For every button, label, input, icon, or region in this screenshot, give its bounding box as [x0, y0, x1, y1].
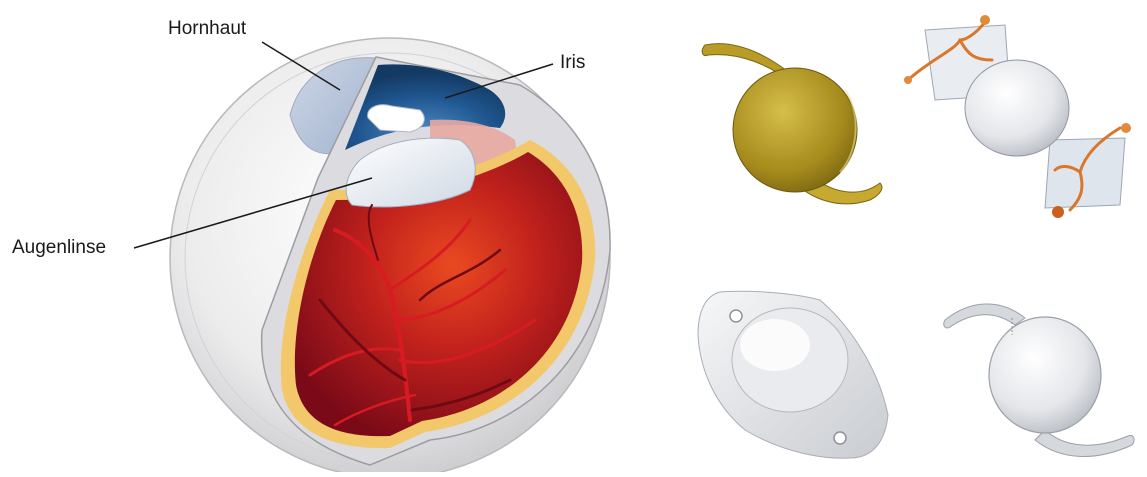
label-cornea: Hornhaut: [168, 18, 246, 40]
clear-iol-haptic-top: [944, 304, 1025, 328]
label-iris: Iris: [560, 52, 585, 74]
gold-iol-optic: [733, 68, 857, 192]
plate-iol-optic-highlight: [740, 319, 810, 371]
eye-cross-section: [134, 38, 610, 472]
plate-iol-silicone: [698, 291, 888, 458]
orange-iol-plate-bottom: [1045, 138, 1125, 208]
label-lens: Augenlinse: [12, 237, 106, 259]
clear-iol: [944, 304, 1134, 457]
orange-iol-optic: [965, 60, 1069, 156]
orange-haptic-tip-2: [904, 76, 912, 84]
plate-iol-hole-bottom: [834, 432, 846, 444]
plate-iol-hole-top: [730, 310, 742, 322]
clear-iol-haptic-bottom: [1035, 430, 1134, 456]
orange-haptic-tip-1: [980, 15, 990, 25]
gold-iol: [702, 44, 882, 204]
orange-haptic-tip-4: [1052, 206, 1064, 218]
orange-haptic-tip-3: [1121, 123, 1131, 133]
clear-iol-optic: [989, 317, 1101, 433]
plate-haptic-iol-orange: [904, 15, 1131, 218]
